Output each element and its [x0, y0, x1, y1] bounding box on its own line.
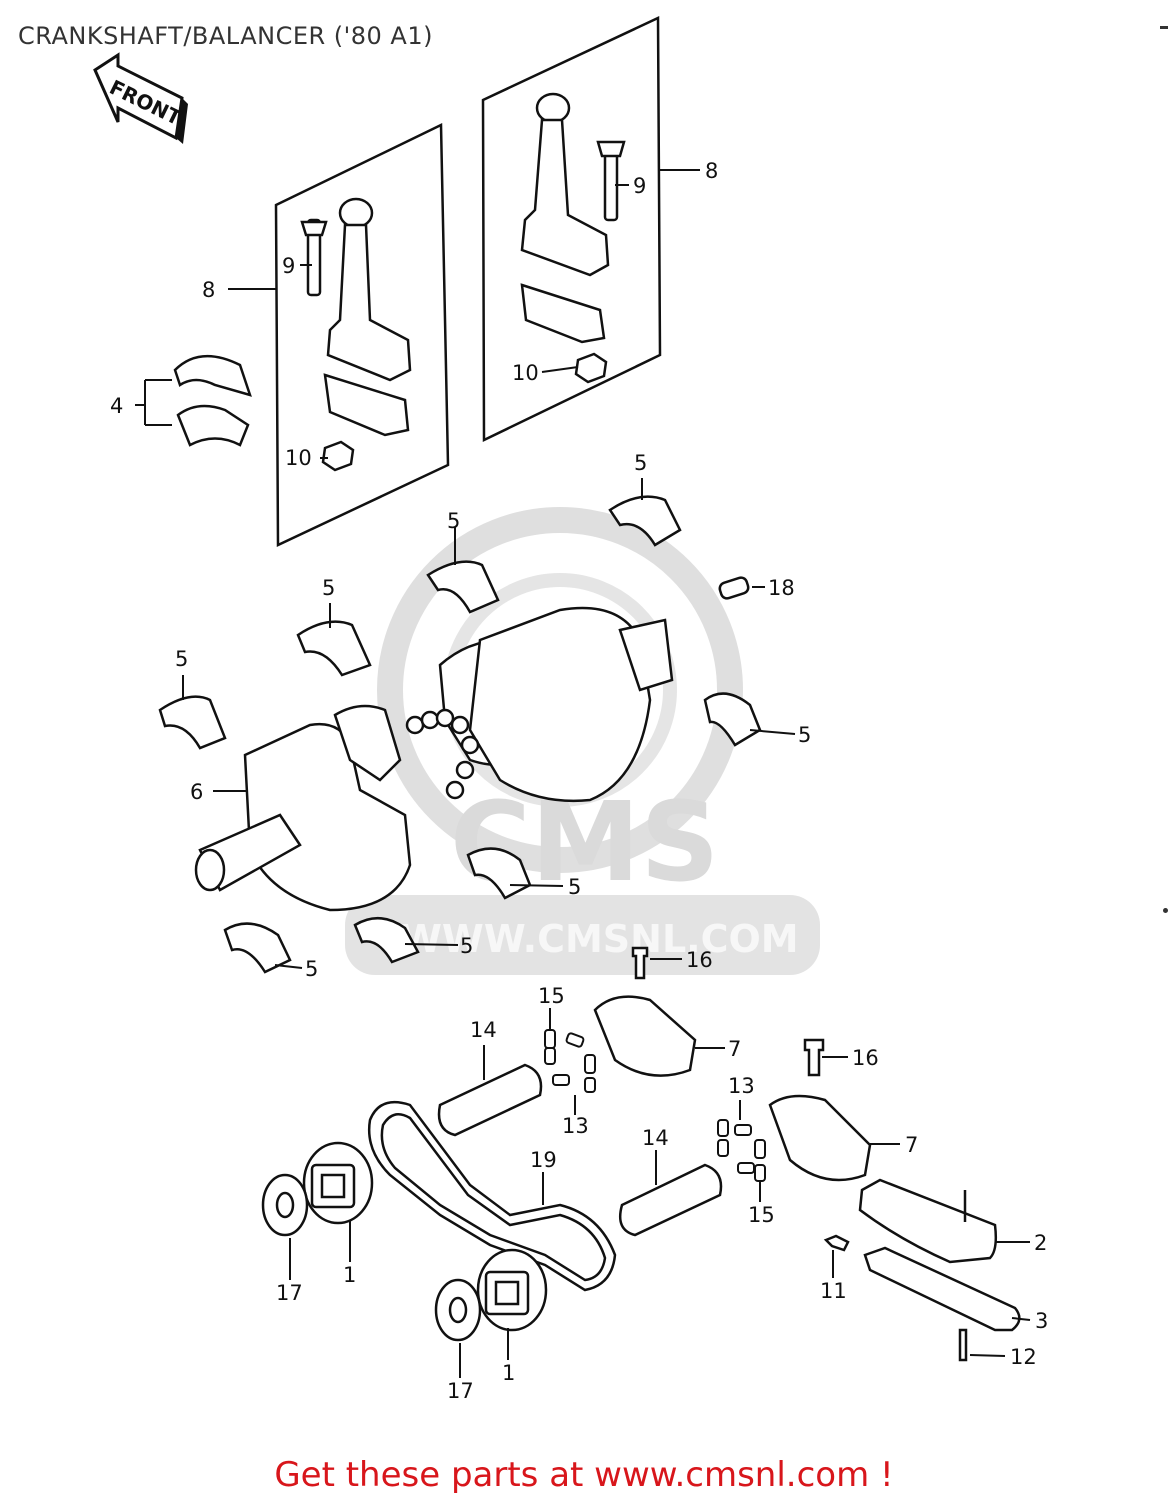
callout-label: 5 — [447, 509, 460, 533]
callout-label: 10 — [285, 446, 312, 470]
callout-label: 9 — [282, 254, 295, 278]
callout-labels: 8 9 9 8 4 10 10 5 5 5 5 18 5 6 5 5 5 16 … — [110, 159, 1048, 1403]
balancer-weights — [593, 995, 872, 1182]
callout-label: 10 — [512, 361, 539, 385]
callout-label: 9 — [633, 174, 646, 198]
callout-label: 6 — [190, 780, 203, 804]
callout-label: 3 — [1035, 1309, 1048, 1333]
parts-diagram: CMS WWW.CMSNL.COM FRONT — [93, 16, 1048, 1403]
callout-label: 13 — [562, 1114, 589, 1138]
callout-label: 2 — [1034, 1231, 1047, 1255]
callout-label: 13 — [728, 1074, 755, 1098]
callout-label: 17 — [276, 1281, 303, 1305]
callout-label: 7 — [905, 1133, 918, 1157]
watermark-url: WWW.CMSNL.COM — [400, 917, 799, 961]
connecting-rod-left — [300, 197, 412, 472]
callout-label: 8 — [705, 159, 718, 183]
conrod-box-right — [481, 16, 662, 442]
conrod-box-left — [274, 123, 450, 547]
callout-label: 5 — [634, 451, 647, 475]
callout-label: 15 — [538, 984, 565, 1008]
edge-mark — [1160, 26, 1168, 29]
callout-label: 12 — [1010, 1345, 1037, 1369]
callout-label: 5 — [798, 723, 811, 747]
balancer-chain — [367, 1100, 617, 1292]
callout-label: 5 — [305, 957, 318, 981]
callout-label: 1 — [502, 1361, 515, 1385]
callout-label: 5 — [460, 934, 473, 958]
watermark-banner — [345, 895, 820, 975]
chain-guide-and-tensioner — [823, 1178, 1021, 1362]
edge-mark — [1163, 908, 1168, 913]
callout-label: 18 — [768, 576, 795, 600]
callout-label: 5 — [175, 647, 188, 671]
page-title: CRANKSHAFT/BALANCER ('80 A1) — [18, 22, 433, 50]
callout-label: 14 — [642, 1126, 669, 1150]
callout-label: 15 — [748, 1203, 775, 1227]
conrod-bearing-pair — [173, 354, 252, 447]
callout-label: 8 — [202, 278, 215, 302]
connecting-rod-right — [520, 92, 626, 384]
callout-label: 4 — [110, 394, 123, 418]
get-parts-link[interactable]: Get these parts at www.cmsnl.com ! — [274, 1455, 894, 1495]
leader-lines — [135, 169, 1031, 1378]
sprockets — [302, 1141, 548, 1332]
callout-label: 16 — [686, 948, 713, 972]
callout-label: 17 — [447, 1379, 474, 1403]
callout-label: 7 — [728, 1037, 741, 1061]
callout-label: 5 — [568, 875, 581, 899]
callout-label: 16 — [852, 1046, 879, 1070]
springs-and-pins — [544, 1029, 766, 1182]
callout-label: 14 — [470, 1018, 497, 1042]
balancer-shafts — [437, 1063, 723, 1237]
balancer-bolts — [631, 946, 825, 1077]
front-arrow-icon: FRONT — [93, 52, 188, 144]
callout-label: 5 — [322, 576, 335, 600]
callout-label: 11 — [820, 1279, 847, 1303]
callout-label: 1 — [343, 1263, 356, 1287]
callout-label: 19 — [530, 1148, 557, 1172]
crank-pin — [718, 576, 750, 600]
crankshaft — [194, 606, 674, 912]
washers — [261, 1173, 482, 1342]
